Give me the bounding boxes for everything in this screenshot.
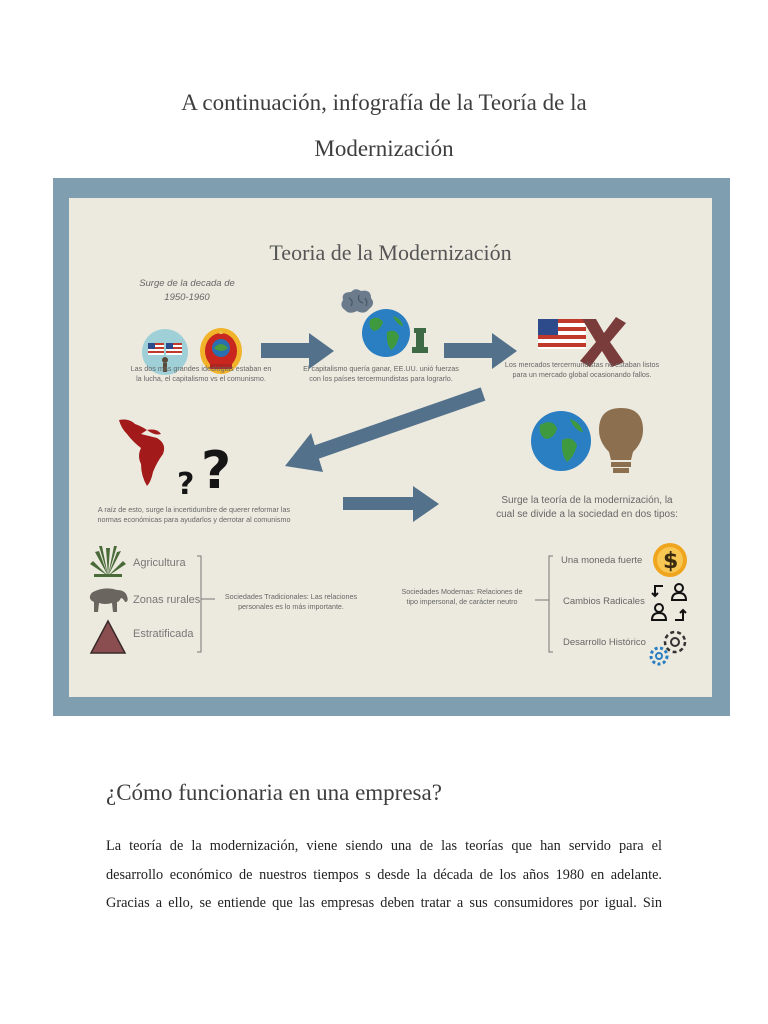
capitalism-text-1: El capitalismo quería ganar, EE.UU. unió… (303, 364, 459, 373)
tapir-icon (89, 588, 128, 612)
modern-item-moneda: Una moneda fuerte (561, 555, 643, 566)
root-text-2: normas económicas para ayudarlos y derro… (97, 515, 291, 525)
page-title-line-1: A continuación, infografía de la Teoría … (181, 90, 587, 115)
ideologies-caption: Las dos mas grandes ideologias estaban e… (121, 364, 281, 385)
svg-text:$: $ (663, 549, 678, 574)
traditional-item-agricultura: Agricultura (133, 557, 186, 569)
us-flag-icon (142, 329, 188, 375)
traditional-item-zonas-rurales: Zonas rurales (133, 594, 201, 606)
modern-caption: Sociedades Modernas: Relaciones de tipo … (387, 587, 537, 608)
svg-text:?: ? (177, 467, 194, 500)
era-line-2: 1950-1960 (164, 292, 210, 304)
traditional-bracket (197, 555, 215, 653)
paragraph-line: desarrollo económico de nuestros tiempos… (106, 866, 662, 883)
globe-icon (531, 411, 591, 471)
arrow-down-left-icon (285, 387, 486, 472)
markets-caption: Los mercados tercermundistas no estaban … (487, 360, 677, 381)
emerge-text-2: cual se divide a la sociedad en dos tipo… (496, 509, 678, 520)
infographic-paper: Teoria de la Modernización Surge de la d… (69, 198, 712, 697)
question-marks-icon: ? ? (177, 441, 231, 500)
markets-text-1: Los mercados tercermundistas no estaban … (504, 360, 660, 369)
ideologies-text-2: la lucha, el capitalismo vs el comunismo… (136, 374, 266, 384)
pyramid-icon (89, 619, 127, 654)
body-paragraph: La teoría de la modernización, viene sie… (106, 832, 662, 918)
paragraph-line: La teoría de la modernización, viene sie… (106, 838, 662, 854)
capitalism-text-2: con los países tercermundistas para logr… (309, 374, 453, 384)
section-heading: ¿Cómo funcionaria en una empresa? (106, 780, 442, 805)
capitalism-caption: El capitalismo quería ganar, EE.UU. unió… (291, 364, 471, 385)
modern-desc-1: Sociedades Modernas: Relaciones de (401, 587, 523, 596)
page-title-line-2: Modernización (314, 136, 454, 161)
emerge-text-1: Surge la teoría de la modernización, la (501, 495, 673, 506)
agave-plant-icon (90, 546, 126, 577)
gears-icon (649, 630, 687, 666)
ussr-emblem-icon (200, 328, 242, 374)
people-exchange-icon (650, 583, 688, 621)
modern-item-cambios: Cambios Radicales (563, 596, 645, 607)
traditional-item-estratificada: Estratificada (133, 628, 194, 640)
us-flag-cross-icon (538, 317, 626, 367)
lightbulb-icon (599, 408, 643, 473)
brain-icon (341, 289, 374, 313)
arrow-right-icon (261, 333, 334, 369)
modern-desc-2: tipo impersonal, de carácter neutro (406, 597, 518, 607)
infographic-frame: Teoria de la Modernización Surge de la d… (53, 178, 730, 716)
arrow-right-icon (444, 333, 517, 369)
modern-bracket (535, 555, 553, 653)
markets-text-2: para un mercado global ocasionando fallo… (512, 370, 652, 380)
dollar-coin-icon: $ (653, 543, 687, 577)
emerge-caption: Surge la teoría de la modernización, la … (477, 494, 697, 522)
traditional-desc-1: Sociedades Tradicionales: Las relaciones (224, 592, 358, 601)
chess-piece-icon (412, 328, 428, 353)
traditional-caption: Sociedades Tradicionales: Las relaciones… (216, 592, 366, 613)
ideologies-text-1: Las dos mas grandes ideologias estaban e… (130, 364, 272, 373)
modern-item-desarrollo: Desarrollo Histórico (563, 637, 646, 648)
latin-america-map-icon (119, 419, 165, 486)
traditional-desc-2: personales es lo más importante. (238, 602, 344, 612)
era-caption: Surge de la decada de 1950-1960 (127, 277, 247, 306)
root-caption: A raíz de esto, surge la incertidumbre d… (75, 505, 313, 526)
paragraph-line: Gracias a ello, se entiende que las empr… (106, 895, 662, 911)
globe-icon (362, 309, 410, 357)
svg-text:?: ? (201, 441, 231, 500)
root-text-1: A raíz de esto, surge la incertidumbre d… (97, 505, 291, 514)
infographic-title: Teoria de la Modernización (269, 240, 512, 265)
arrow-right-icon (343, 486, 439, 522)
era-line-1: Surge de la decada de (139, 278, 235, 289)
